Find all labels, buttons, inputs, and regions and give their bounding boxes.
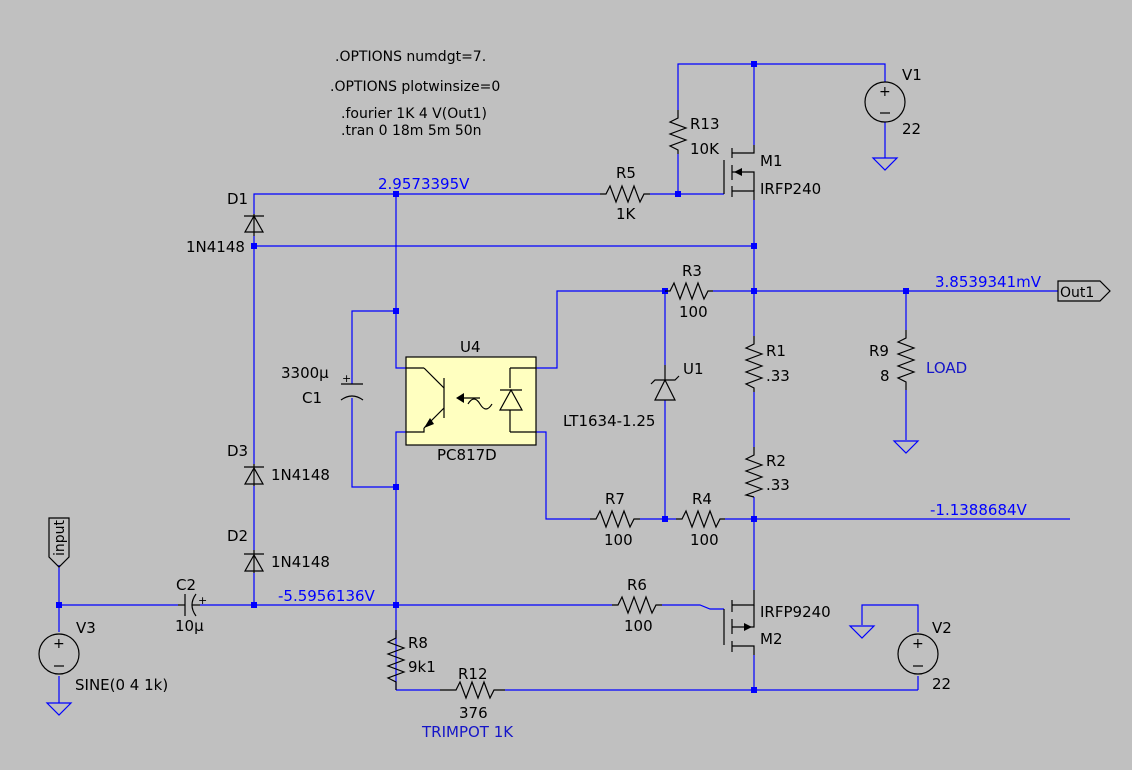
u4-name: U4: [460, 338, 481, 356]
ground-v3: [45, 702, 73, 716]
ground-v2: [848, 625, 876, 639]
d3-name: D3: [227, 442, 248, 460]
directive-fourier[interactable]: .fourier 1K 4 V(Out1): [341, 106, 487, 122]
voltage-source-v2[interactable]: + V2 22: [897, 619, 952, 693]
r3-name: R3: [682, 262, 702, 280]
svg-text:+: +: [53, 636, 65, 652]
r1-value: .33: [766, 367, 790, 385]
net-voltage-input: -5.5956136V: [278, 587, 376, 605]
u1-value: LT1634-1.25: [563, 412, 655, 430]
diode-d1[interactable]: D1 1N4148: [186, 190, 265, 256]
resistor-r2[interactable]: R2 .33: [743, 447, 790, 498]
u4-value: PC817D: [437, 446, 497, 464]
m2-value: IRFP9240: [760, 603, 831, 621]
net-voltage-output: 3.8539341mV: [935, 273, 1042, 291]
svg-text:+: +: [342, 372, 351, 385]
d3-value: 1N4148: [271, 466, 330, 484]
reference-u1[interactable]: U1 LT1634-1.25: [563, 360, 704, 430]
r7-name: R7: [605, 490, 625, 508]
diode-d3[interactable]: D3 1N4148: [227, 442, 330, 486]
spice-directives[interactable]: .OPTIONS numdgt=7. .OPTIONS plotwinsize=…: [330, 49, 500, 139]
r4-value: 100: [690, 531, 719, 549]
svg-text:+: +: [912, 636, 924, 652]
resistor-r1[interactable]: R1 .33: [744, 336, 790, 392]
r9-note: LOAD: [926, 359, 967, 377]
capacitor-c1[interactable]: + 3300µ C1: [281, 364, 364, 407]
voltage-source-v1[interactable]: + V1 22: [864, 66, 922, 138]
mosfet-m1[interactable]: M1 IRFP240: [723, 145, 821, 200]
r7-value: 100: [604, 531, 633, 549]
r6-name: R6: [627, 576, 647, 594]
voltage-source-v3[interactable]: + V3 SINE(0 4 1k): [38, 619, 168, 694]
r5-name: R5: [616, 164, 636, 182]
directive-tran[interactable]: .tran 0 18m 5m 50n: [341, 123, 482, 139]
r5-value: 1K: [616, 205, 637, 223]
v1-name: V1: [902, 66, 922, 84]
input-flag-label: input: [52, 519, 68, 556]
r12-value: 376: [459, 704, 488, 722]
svg-text:+: +: [879, 84, 891, 100]
svg-text:+: +: [198, 594, 207, 607]
d1-value: 1N4148: [186, 238, 245, 256]
r8-value: 9k1: [408, 658, 436, 676]
r9-name: R9: [869, 342, 889, 360]
resistor-r3[interactable]: R3 100: [665, 262, 713, 321]
r9-value: 8: [880, 367, 890, 385]
r1-name: R1: [766, 342, 786, 360]
r8-name: R8: [408, 634, 428, 652]
r13-name: R13: [690, 115, 720, 133]
ground-v1: [871, 157, 899, 171]
output-port-flag[interactable]: Out1: [1057, 280, 1111, 302]
directive-options-numdgt[interactable]: .OPTIONS numdgt=7.: [335, 49, 486, 65]
input-port-flag[interactable]: input: [48, 517, 70, 568]
c1-name: C1: [302, 389, 322, 407]
r4-name: R4: [692, 490, 712, 508]
wires: [58, 63, 1070, 703]
r6-value: 100: [624, 617, 653, 635]
d2-value: 1N4148: [271, 553, 330, 571]
net-voltage-lower: -1.1388684V: [930, 501, 1028, 519]
directive-options-plotwinsize[interactable]: .OPTIONS plotwinsize=0: [330, 79, 500, 95]
output-flag-label: Out1: [1060, 285, 1094, 301]
v2-value: 22: [932, 675, 951, 693]
m1-name: M1: [760, 152, 783, 170]
diode-d2[interactable]: D2 1N4148: [227, 527, 330, 573]
ground-load: [892, 440, 920, 454]
r12-name: R12: [458, 665, 488, 683]
r13-value: 10K: [690, 140, 720, 158]
resistor-r9-load[interactable]: R9 8 LOAD: [869, 330, 967, 390]
c2-name: C2: [176, 576, 196, 594]
capacitor-c2[interactable]: + C2 10µ: [175, 576, 207, 635]
m2-name: M2: [760, 630, 783, 648]
r3-value: 100: [679, 303, 708, 321]
resistor-r13[interactable]: R13 10K: [668, 110, 720, 158]
d2-name: D2: [227, 527, 248, 545]
r2-value: .33: [766, 476, 790, 494]
d1-name: D1: [227, 190, 248, 208]
v3-value: SINE(0 4 1k): [75, 676, 168, 694]
resistor-r12-trimpot[interactable]: R12 376 TRIMPOT 1K: [421, 665, 514, 741]
net-voltage-top: 2.9573395V: [378, 175, 470, 193]
v3-name: V3: [76, 619, 96, 637]
v1-value: 22: [902, 120, 921, 138]
r2-name: R2: [766, 452, 786, 470]
u1-name: U1: [683, 360, 704, 378]
resistor-r5[interactable]: R5 1K: [600, 164, 650, 223]
resistor-r4[interactable]: R4 100: [676, 490, 725, 549]
optocoupler-u4[interactable]: U4 PC817D: [405, 338, 537, 464]
resistor-r6[interactable]: R6 100: [612, 576, 662, 635]
mosfet-m2[interactable]: IRFP9240 M2: [723, 590, 831, 655]
c2-value: 10µ: [175, 617, 204, 635]
m1-value: IRFP240: [760, 180, 821, 198]
v2-name: V2: [932, 619, 952, 637]
resistor-r8[interactable]: R8 9k1: [386, 630, 436, 690]
resistor-r7[interactable]: R7 100: [590, 490, 640, 549]
c1-value: 3300µ: [281, 364, 329, 382]
r12-note: TRIMPOT 1K: [421, 723, 514, 741]
